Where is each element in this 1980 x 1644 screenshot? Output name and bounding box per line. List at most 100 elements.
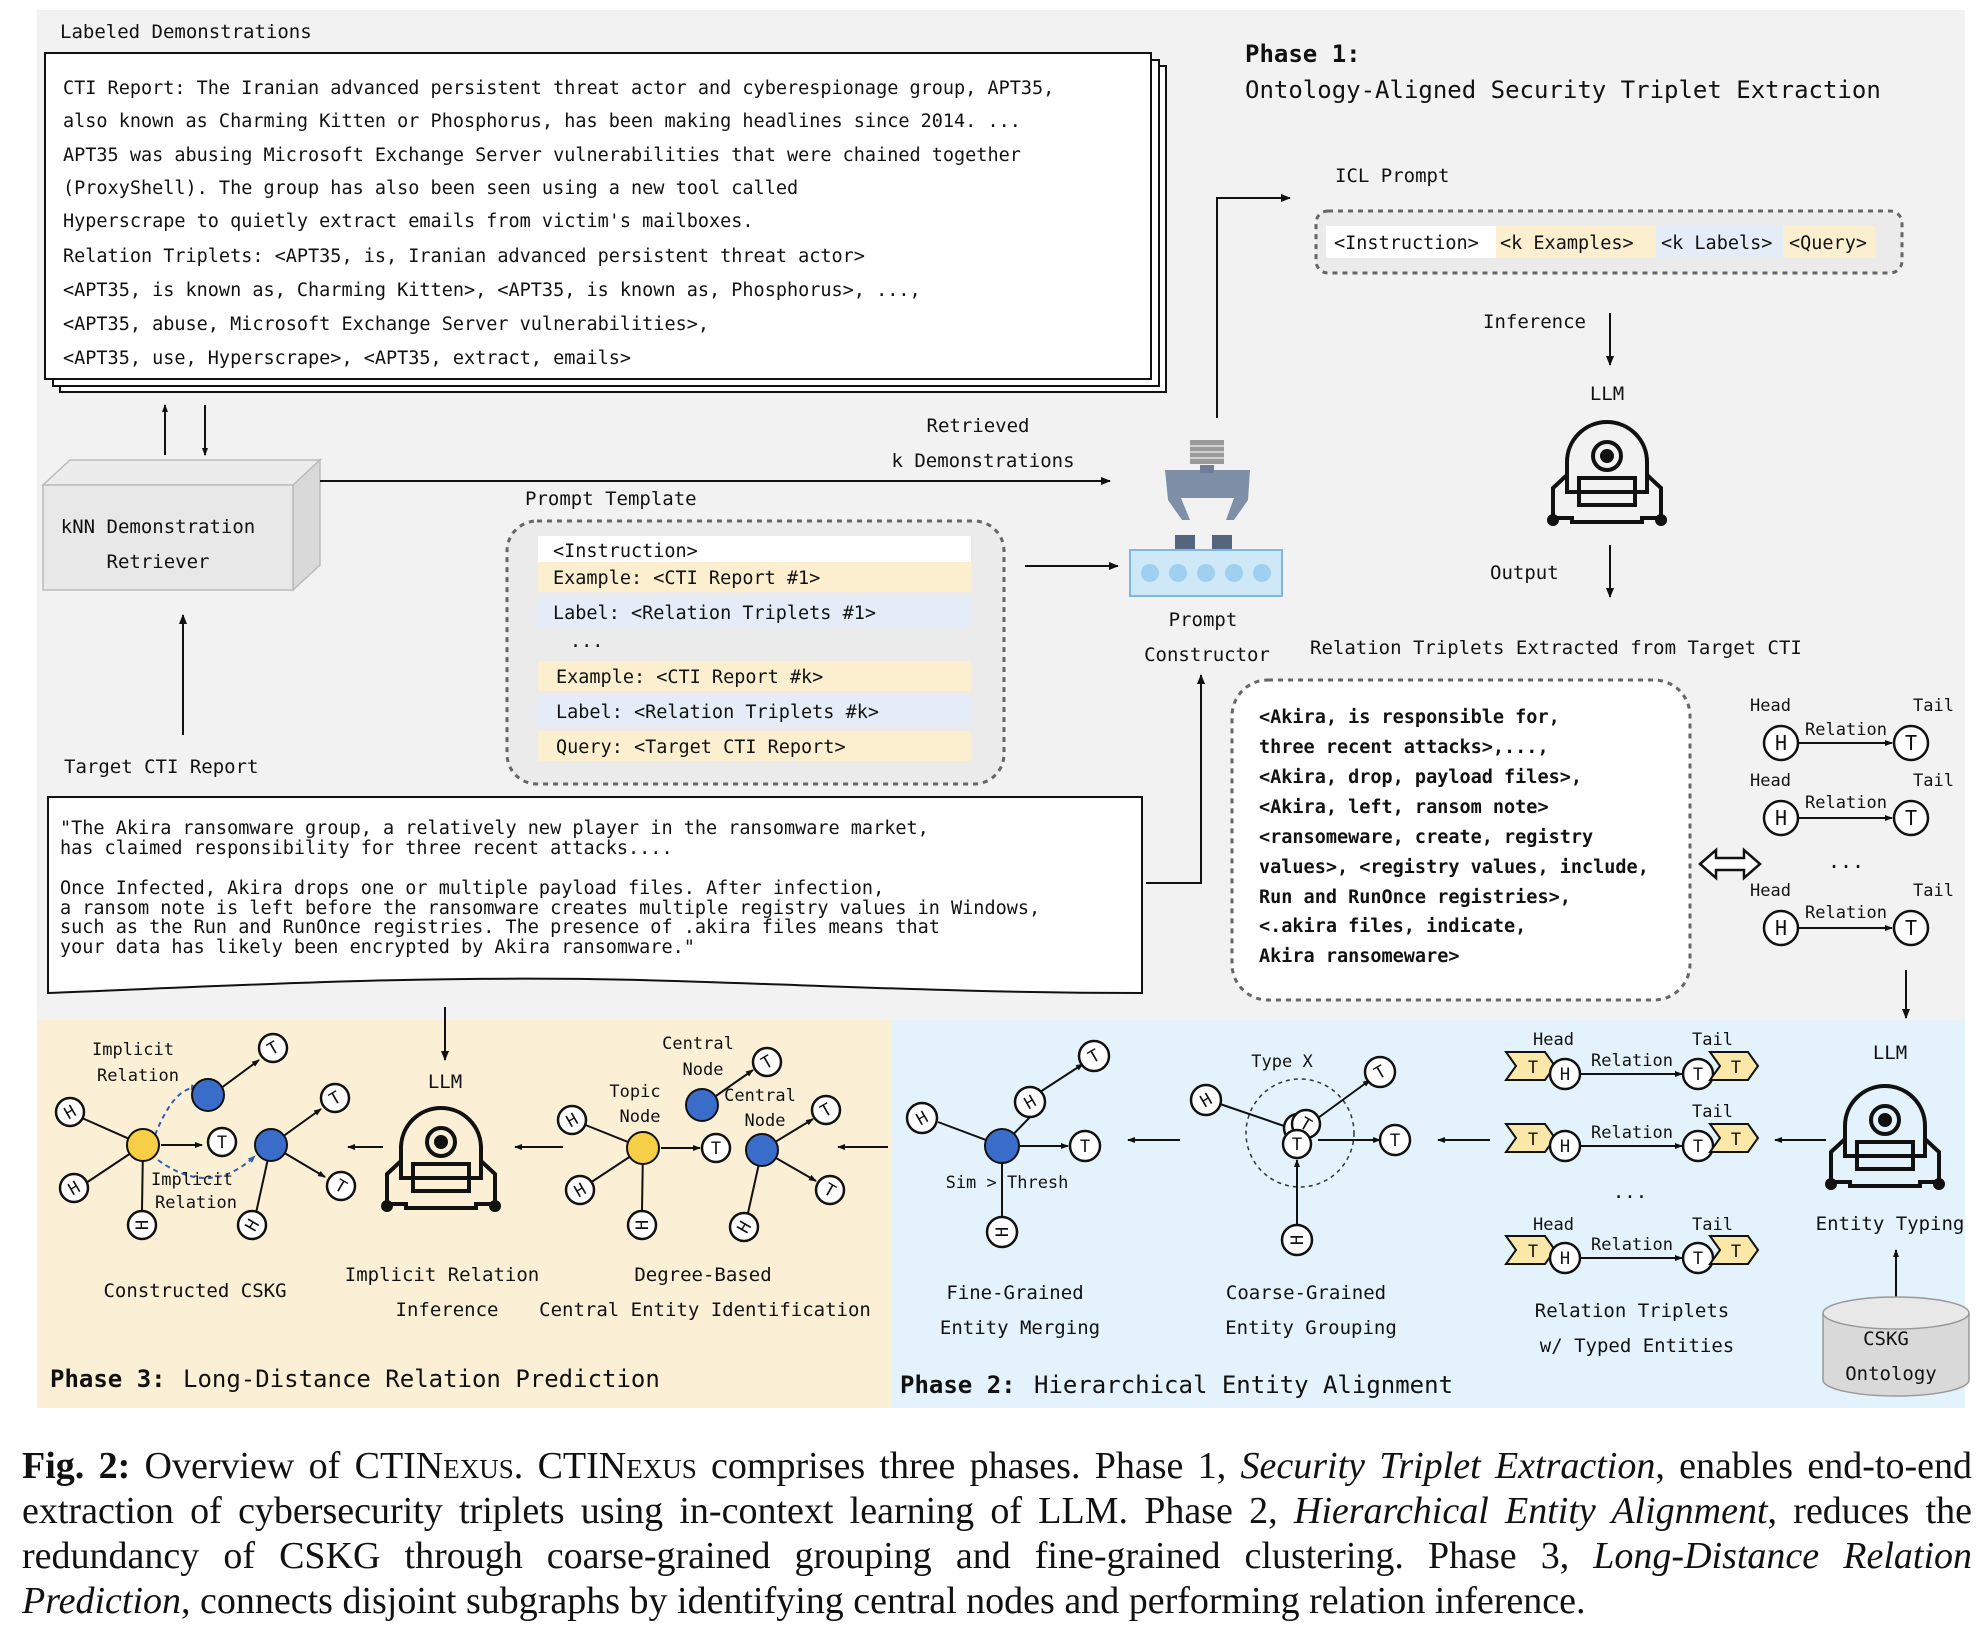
target-line: "The Akira ransomware group, a relativel… [60, 818, 929, 839]
caption-name-a: CTIN [537, 1445, 627, 1487]
type-tag-t: T [1528, 1058, 1538, 1078]
extracted-line: <Akira, left, ransom note> [1259, 797, 1549, 818]
head-label: Head [1750, 771, 1791, 791]
implicit-relation-1a: Implicit [92, 1040, 174, 1060]
target-title: Target CTI Report [64, 756, 258, 778]
retrieved-label-1: Retrieved [927, 415, 1030, 437]
central-node-1a: Central [662, 1034, 734, 1054]
caption-name-b: EXUS [626, 1445, 697, 1487]
ontology-label-1: CSKG [1863, 1328, 1909, 1350]
prompt-template-rows: <Instruction> Example: <CTI Report #1> L… [553, 541, 879, 758]
degree-based-graph: H H H T T T T H [556, 1046, 846, 1243]
extracted-line: Akira ransomeware> [1259, 946, 1459, 967]
type-tag-t: T [1731, 1242, 1741, 1262]
phase2-panel [891, 1020, 1965, 1408]
template-row: <Instruction> [553, 541, 698, 562]
tail-label: Tail [1913, 881, 1954, 901]
tail-label: Tail [1913, 696, 1954, 716]
implicit-relation-1b: Relation [97, 1066, 179, 1086]
extracted-line: <Akira, is responsible for, [1259, 707, 1560, 728]
target-line: such as the Run and RunOnce registries. … [60, 917, 940, 938]
phase2-title: Hierarchical Entity Alignment [1034, 1371, 1453, 1399]
template-row: Example: <CTI Report #k> [556, 667, 823, 688]
caption-fig-label: Fig. 2: [22, 1445, 131, 1487]
llm-robot-icon-phase2 [1825, 1084, 1945, 1190]
phase3-title: Long-Distance Relation Prediction [183, 1365, 660, 1393]
svg-text:T: T [711, 1139, 721, 1159]
constructed-cskg-graph: H H H T T T T H [54, 1032, 357, 1241]
caption-overview: Overview of [144, 1445, 341, 1487]
icl-title: ICL Prompt [1335, 165, 1449, 187]
relation-label: Relation [1805, 720, 1887, 740]
labeled-demos-title: Labeled Demonstrations [60, 21, 312, 43]
tail-label: Tail [1692, 1030, 1733, 1050]
typed-triplet-1: Head Tail T H Relation T T [1504, 1030, 1760, 1091]
type-x-label: Type X [1251, 1052, 1313, 1072]
template-row: Example: <CTI Report #1> [553, 568, 820, 589]
constructor-label-2: Constructor [1144, 644, 1270, 666]
type-tag-t: T [1731, 1058, 1741, 1078]
llm-label-phase3: LLM [428, 1071, 462, 1093]
relation-label: Relation [1805, 903, 1887, 923]
topic-node-a: Topic [609, 1082, 660, 1102]
template-row: Label: <Relation Triplets #1> [553, 603, 876, 624]
head-node-h: H [1775, 916, 1787, 940]
fine-grained-graph: H H T T H [905, 1039, 1111, 1249]
typed-triplet-3: Head Tail T H Relation T T [1504, 1215, 1760, 1275]
phase3-label: Phase 3: [50, 1365, 166, 1393]
typed-label-1: Relation Triplets [1535, 1300, 1729, 1322]
svg-text:T: T [1292, 1135, 1302, 1155]
type-tag-t: T [1528, 1130, 1538, 1150]
central-node-2b: Node [745, 1111, 786, 1131]
svg-text:H: H [993, 1227, 1013, 1237]
caption-name-a: CTIN [354, 1445, 444, 1487]
head-node-h: H [1560, 1137, 1570, 1157]
arrow-constructor-to-icl [1216, 194, 1291, 418]
demo-line: also known as Charming Kitten or Phospho… [63, 111, 1021, 132]
extracted-title: Relation Triplets Extracted from Target … [1310, 637, 1802, 659]
target-line: your data has likely been encrypted by A… [60, 937, 695, 958]
target-line: a ransom note is left before the ransomw… [60, 898, 1040, 919]
head-label: Head [1750, 881, 1791, 901]
extracted-line: <ransomeware, create, registry [1259, 827, 1593, 848]
template-row: Label: <Relation Triplets #k> [556, 702, 879, 723]
relation-label: Relation [1591, 1235, 1673, 1255]
caption-t1: . [513, 1445, 538, 1487]
knn-label-1: kNN Demonstration [61, 516, 255, 538]
phase2-label: Phase 2: [900, 1371, 1016, 1399]
hrt-triplet-1: Head Tail H T Relation [1750, 696, 1954, 762]
prompt-template-title: Prompt Template [525, 488, 697, 510]
extracted-triplets-box [1230, 678, 1692, 1002]
central-node-1b: Node [683, 1060, 724, 1080]
template-row: ... [570, 631, 603, 652]
tail-node-t: T [1905, 731, 1917, 755]
implicit-relation-2b: Relation [155, 1193, 237, 1213]
double-arrow-icon [1698, 847, 1762, 881]
head-node-h: H [1775, 806, 1787, 830]
fine-grained-1: Fine-Grained [946, 1282, 1083, 1304]
hrt-triplet-3: Head Tail H T Relation [1750, 881, 1954, 947]
llm-label-phase2: LLM [1873, 1042, 1907, 1064]
demo-line: CTI Report: The Iranian advanced persist… [63, 78, 1054, 99]
knn-label-2: Retriever [107, 551, 210, 573]
icl-examples: <k Examples> [1500, 233, 1634, 254]
caption-system-name: CTINEXUS [355, 1445, 514, 1487]
target-report-doc [47, 796, 1143, 995]
demo-line: <APT35, abuse, Microsoft Exchange Server… [63, 314, 709, 335]
caption-phase2: Hierarchical Entity Alignment [1293, 1490, 1768, 1532]
retrieved-label-2: k Demonstrations [891, 450, 1074, 472]
template-row: Query: <Target CTI Report> [556, 737, 846, 758]
coarse-grained-2: Entity Grouping [1225, 1317, 1397, 1339]
implicit-inference-1: Implicit Relation [345, 1264, 539, 1286]
hrt-ellipsis: ... [1828, 849, 1864, 873]
figure-caption: Fig. 2: Overview of CTINEXUS. CTINEXUS c… [22, 1444, 1972, 1624]
demo-line: <APT35, is known as, Charming Kitten>, <… [63, 280, 921, 301]
extracted-lines: <Akira, is responsible for, three recent… [1259, 707, 1649, 967]
svg-text:H: H [1288, 1235, 1308, 1245]
tail-label: Tail [1913, 771, 1954, 791]
extracted-line: Run and RunOnce registries>, [1259, 887, 1571, 908]
prompt-constructor-icon [1129, 440, 1283, 597]
relation-label: Relation [1805, 793, 1887, 813]
ontology-label-2: Ontology [1845, 1363, 1937, 1385]
